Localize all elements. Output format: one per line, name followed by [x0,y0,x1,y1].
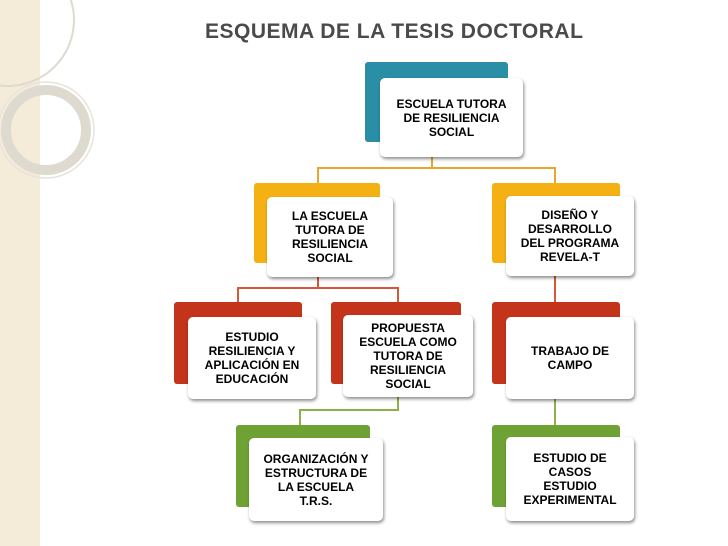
connector-escuela-to-propuesta [318,287,399,302]
decorative-ring-thick [1,85,91,175]
node-estudio-casos: ESTUDIO DE CASOS ESTUDIO EXPERIMENTAL [492,425,636,523]
node-escuela-tutora: LA ESCUELA TUTORA DE RESILIENCIA SOCIAL [254,183,394,278]
slide-title: ESQUEMA DE LA TESIS DOCTORAL [205,20,584,43]
node-diseno-label: DISEÑO Y DESARROLLO DEL PROGRAMA REVELA-… [506,196,634,276]
node-trabajo-campo: TRABAJO DE CAMPO [492,302,636,400]
node-propuesta-label: PROPUESTA ESCUELA COMO TUTORA DE RESILIE… [343,315,473,397]
decorative-rings [0,0,95,179]
node-propuesta: PROPUESTA ESCUELA COMO TUTORA DE RESILIE… [331,302,475,400]
node-escuela-tutora-label: LA ESCUELA TUTORA DE RESILIENCIA SOCIAL [267,197,393,277]
node-organizacion-label: ORGANIZACIÓN Y ESTRUCTURA DE LA ESCUELA … [249,438,383,521]
decorative-ring-outer [0,81,95,179]
node-root-label: ESCUELA TUTORA DE RESILIENCIA SOCIAL [380,78,523,157]
node-organizacion: ORGANIZACIÓN Y ESTRUCTURA DE LA ESCUELA … [236,425,384,523]
connector-root-to-diseno [432,167,556,183]
connector-root-to-escuela-tutora [317,155,433,183]
node-diseno: DISEÑO Y DESARROLLO DEL PROGRAMA REVELA-… [492,183,636,278]
node-root: ESCUELA TUTORA DE RESILIENCIA SOCIAL [365,62,525,158]
decorative-ring-large [0,0,75,87]
connector-propuesta-to-organizacion [299,394,399,425]
node-estudio-casos-label: ESTUDIO DE CASOS ESTUDIO EXPERIMENTAL [506,437,634,521]
node-estudio-resiliencia-label: ESTUDIO RESILIENCIA Y APLICACIÓN EN EDUC… [188,317,316,399]
node-estudio-resiliencia: ESTUDIO RESILIENCIA Y APLICACIÓN EN EDUC… [174,302,318,400]
node-trabajo-campo-label: TRABAJO DE CAMPO [506,317,634,399]
